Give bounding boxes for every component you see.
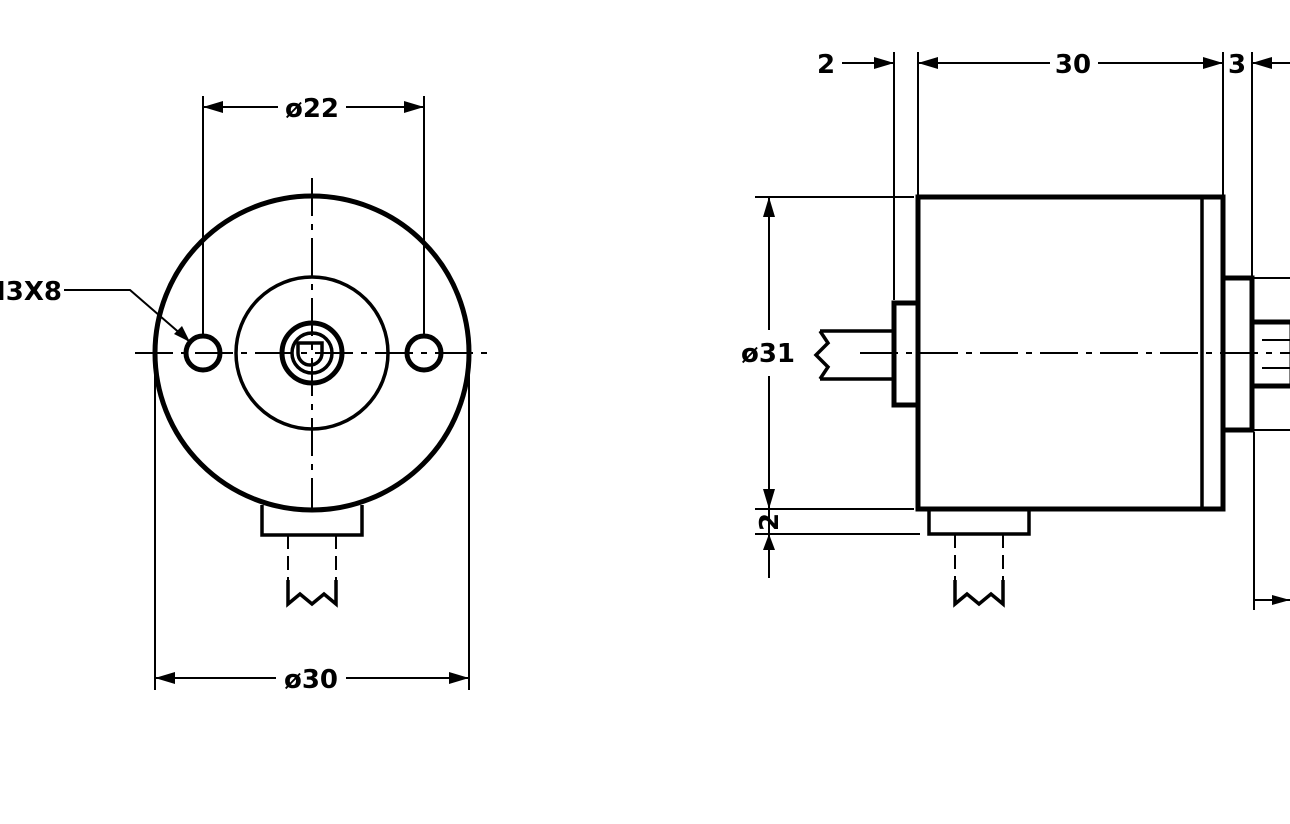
dim-front-body-label: ø30 <box>284 665 338 695</box>
dim-body-length-label: 30 <box>1055 50 1091 80</box>
dim-offset-label: 2 <box>755 513 785 531</box>
screw-callout-label: M3X8 <box>0 277 62 307</box>
dim-offset-arrow <box>763 534 775 550</box>
dim2-arrow <box>874 57 894 69</box>
dim3-arrow <box>1252 57 1272 69</box>
side-terminal-tab <box>927 509 1031 536</box>
screw-leader-arrow <box>174 326 190 342</box>
side-break-line <box>953 580 1005 608</box>
front-view: ø22 ø30 M3X8 <box>0 94 490 695</box>
dim-rear-cap-label: 3 <box>1228 50 1246 80</box>
dim-front-boss-label: 2 <box>817 50 835 80</box>
dim30-arrow-left <box>155 672 175 684</box>
dim-side-body-label: ø31 <box>741 339 795 369</box>
dim31-arrow-bottom <box>763 489 775 509</box>
side-view: 2 30 3 ø31 2 <box>741 50 1290 610</box>
dim-mount-holes-label: ø22 <box>285 94 339 124</box>
dim22-arrow-left <box>203 101 223 113</box>
side-shaft-break <box>813 330 831 380</box>
front-terminal-tab <box>260 505 364 537</box>
dim30-arrow-right <box>449 672 469 684</box>
dim30-side-arrow-left <box>918 57 938 69</box>
front-break-line <box>286 580 338 608</box>
dim-rear-partial-arrow <box>1272 595 1290 605</box>
dim31-arrow-top <box>763 197 775 217</box>
dim30-side-arrow-right <box>1203 57 1223 69</box>
screw-leader-line <box>64 289 191 343</box>
dim22-arrow-right <box>404 101 424 113</box>
